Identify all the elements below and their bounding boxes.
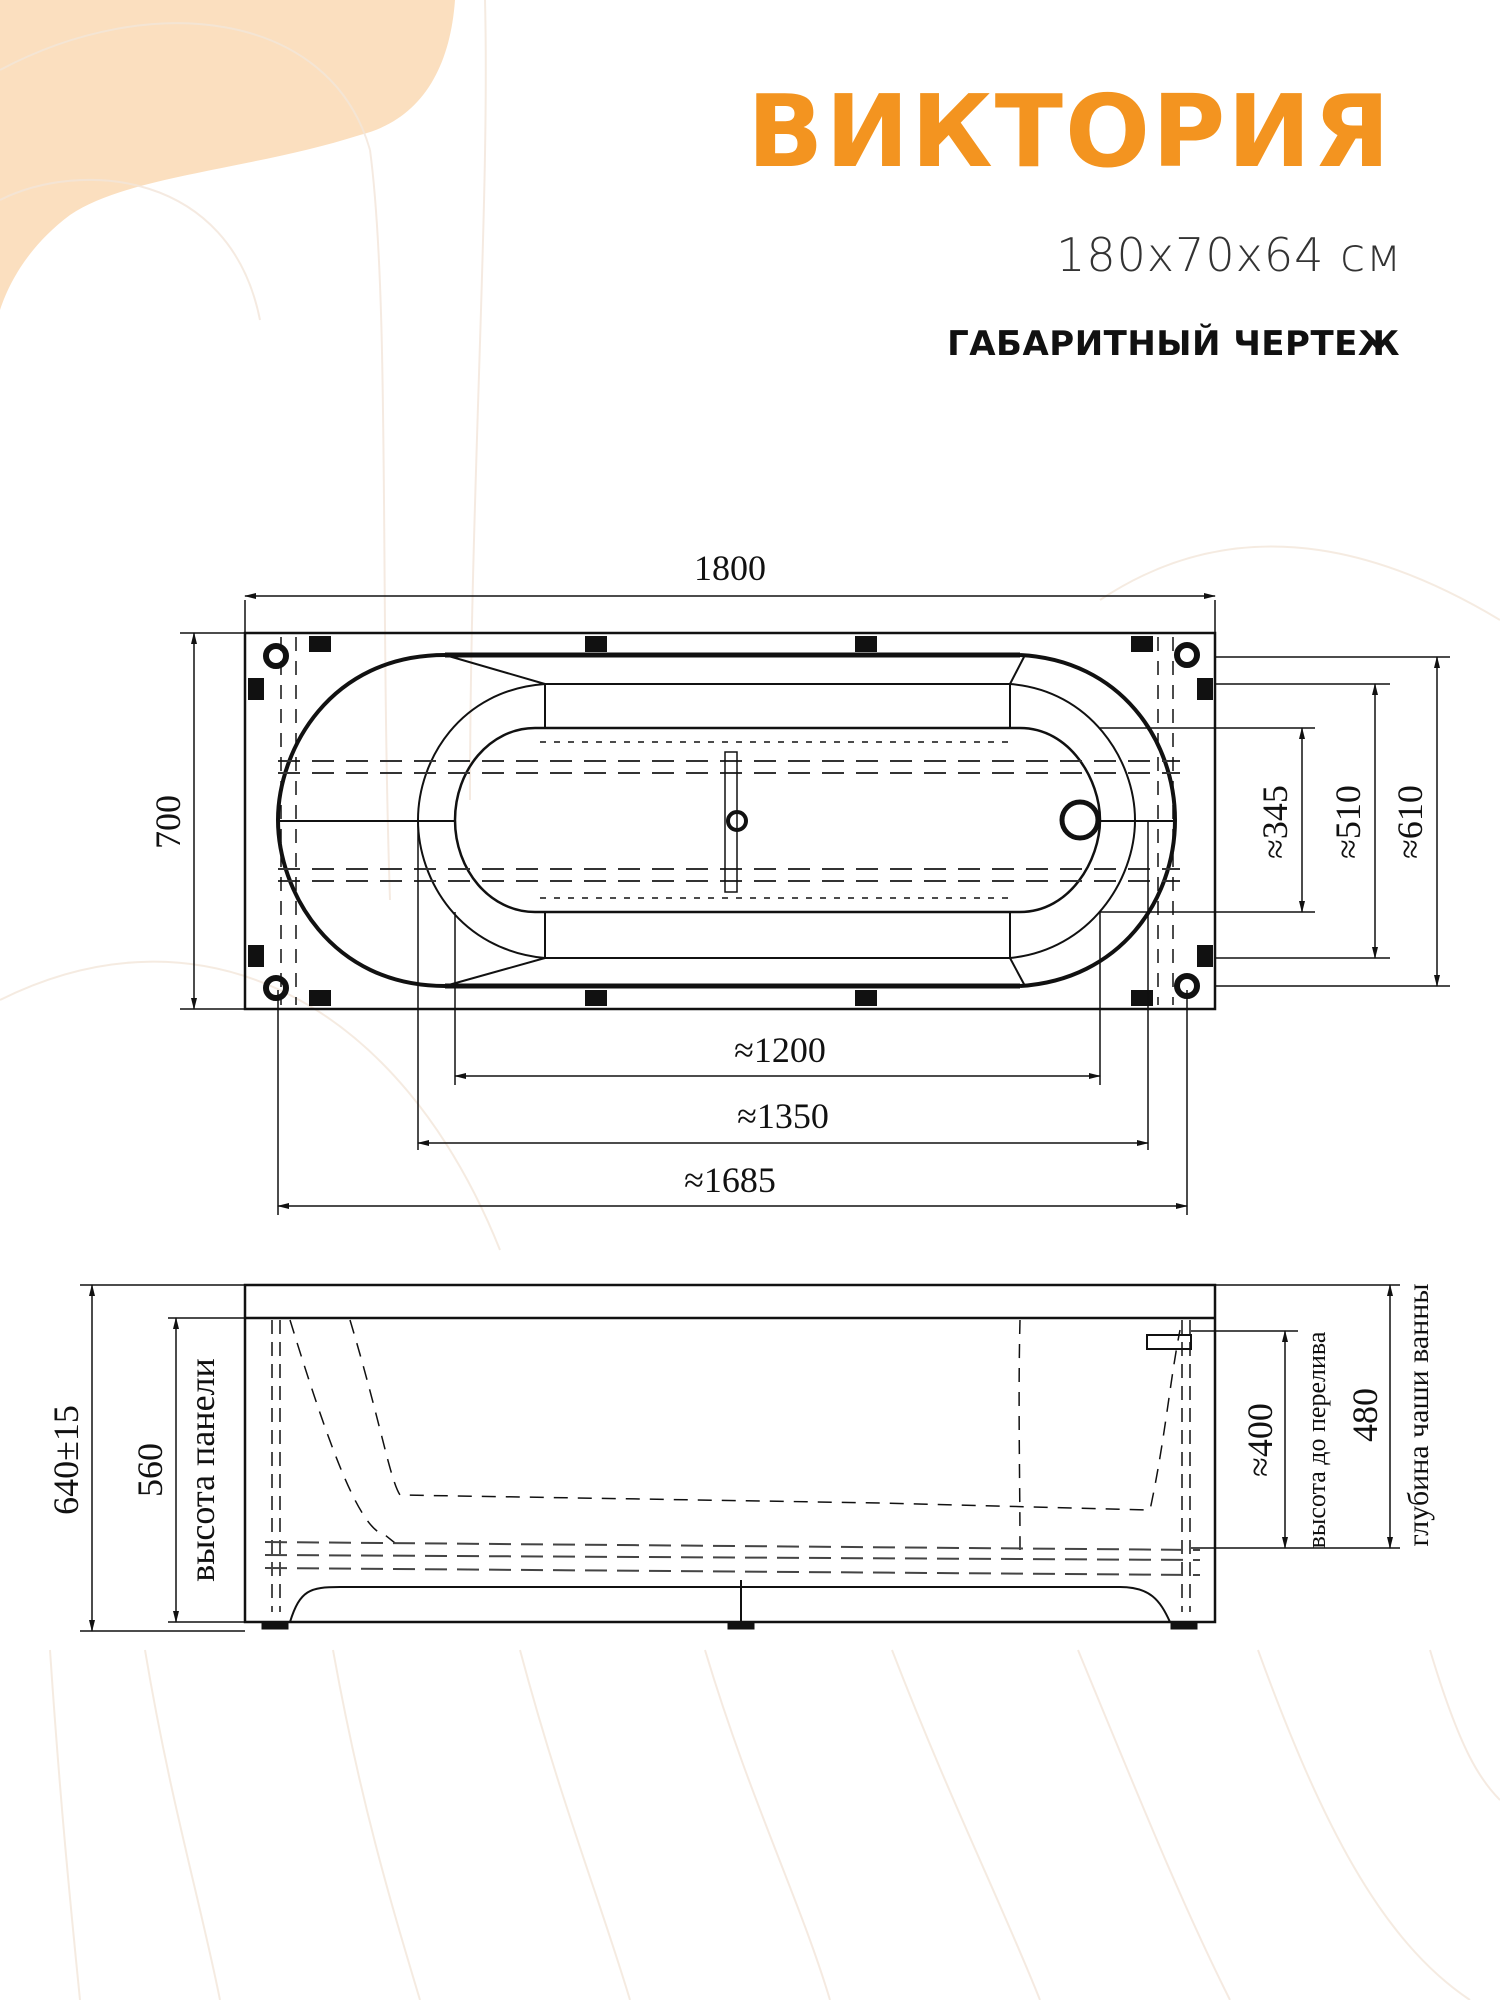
bowl-depth-label: глубина чаши ванны (1402, 1284, 1435, 1547)
bowl-depth-value: 480 (1345, 1388, 1385, 1442)
product-title: ВИКТОРИЯ (747, 73, 1392, 190)
width-dimension: 700 (148, 795, 188, 849)
dim-1200: ≈1200 (734, 1030, 826, 1070)
peach-blob (0, 0, 455, 310)
overflow-height-value: ≈400 (1240, 1403, 1280, 1477)
overflow-height-label: высота до перелива (1302, 1331, 1331, 1548)
panel-height-value: 560 (130, 1443, 170, 1497)
product-size: 180x70x64 см (1056, 228, 1402, 282)
dim-610: ≈610 (1390, 785, 1430, 859)
top-view-dimensions (180, 593, 1450, 1215)
top-view (243, 631, 1217, 1011)
side-view (243, 1283, 1217, 1630)
top-view-brackets (248, 636, 1213, 1006)
dim-1685: ≈1685 (684, 1160, 776, 1200)
panel-height-label: высота панели (182, 1358, 222, 1582)
drawing-subtitle: ГАБАРИТНЫЙ ЧЕРТЕЖ (947, 324, 1400, 364)
dim-1350: ≈1350 (737, 1096, 829, 1136)
dim-345: ≈345 (1255, 785, 1295, 859)
total-height-dimension: 640±15 (46, 1405, 86, 1515)
side-view-dimensions (80, 1284, 1400, 1632)
length-dimension: 1800 (694, 548, 766, 588)
dim-510: ≈510 (1328, 785, 1368, 859)
